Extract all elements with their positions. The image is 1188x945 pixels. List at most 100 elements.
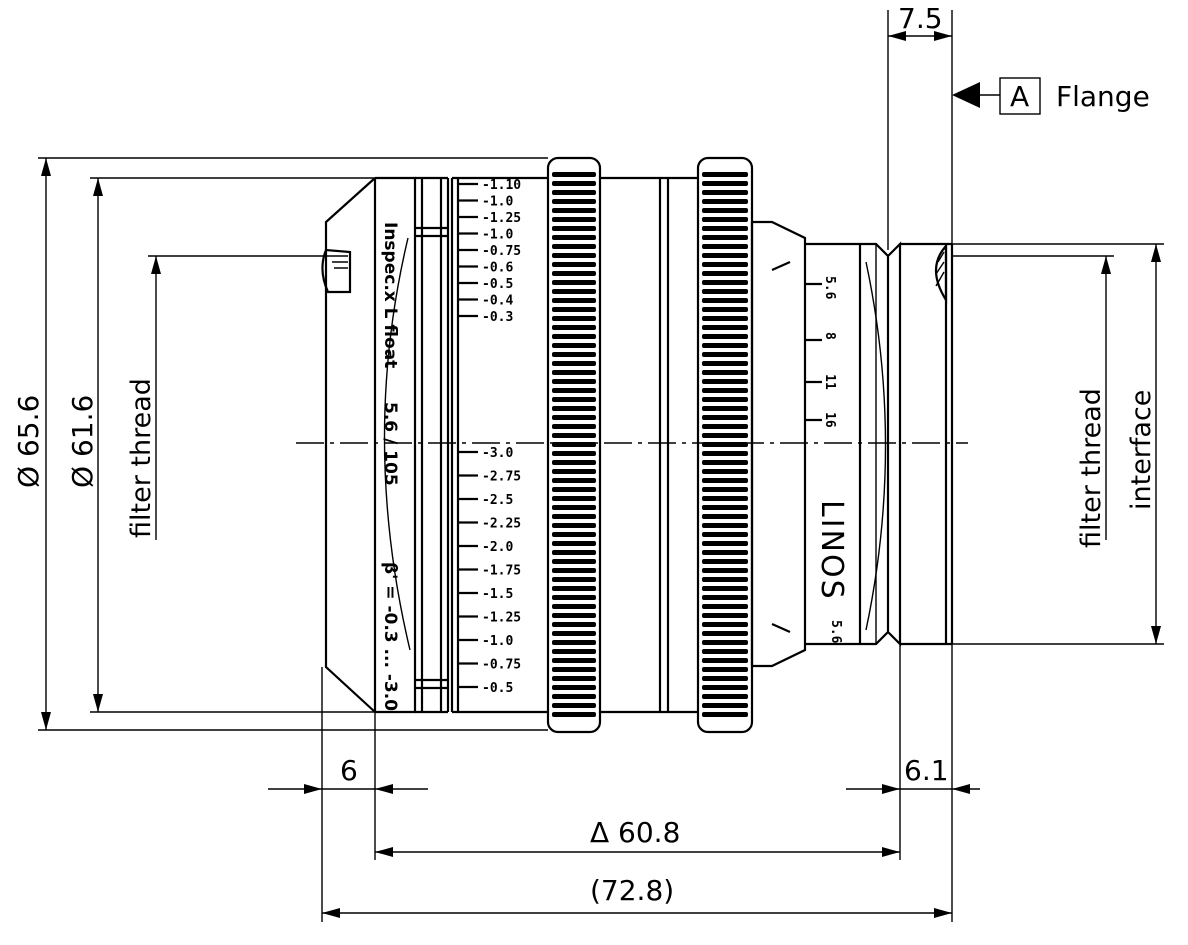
dim-interface [952,243,1164,645]
f-stop-bottom: 5.6 [828,620,843,644]
knurl-rib-rear [702,262,748,267]
dim-outer-diameter-text: Ø 65.6 [12,395,45,488]
knurl-rib-front [552,424,596,429]
knurl-rib-front [552,397,596,402]
f-stop-label: 16 [822,412,837,428]
knurl-rib-rear [702,568,748,573]
knurl-rib-front [552,280,596,285]
knurl-rib-rear [702,181,748,186]
knurl-rib-rear [702,433,748,438]
focus-upper-label: -0.4 [482,294,513,309]
focus-upper-label: -0.75 [482,244,521,259]
knurl-rib-rear [702,649,748,654]
knurl-rib-rear [702,478,748,483]
knurl-rib-front [552,577,596,582]
knurl-rib-front [552,640,596,645]
focus-lower-label: -2.5 [482,493,513,508]
knurl-rib-front [552,487,596,492]
knurl-rib-rear [702,451,748,456]
knurl-rib-rear [702,532,748,537]
dim-right-offset [846,784,980,794]
knurl-rib-front [552,505,596,510]
focus-upper-label: -1.10 [482,178,521,193]
knurl-rib-front [552,370,596,375]
focus-lower-label: -1.75 [482,564,521,579]
knurl-rib-rear [702,208,748,213]
knurl-rib-rear [702,334,748,339]
knurl-rib-front [552,253,596,258]
focus-lower-label: -2.25 [482,517,521,532]
knurl-rib-front [552,451,596,456]
knurl-rib-rear [702,316,748,321]
focus-lower-label: -1.25 [482,611,521,626]
knurled-ring-rear [696,156,754,734]
knurl-rib-rear [702,541,748,546]
dim-inner-diameter-text: Ø 61.6 [66,395,99,488]
knurl-rib-rear [702,622,748,627]
focus-upper-label: -0.5 [482,277,513,292]
dim-total-length-text: (72.8) [590,874,674,907]
knurl-rib-front [552,298,596,303]
focus-upper-label: -0.3 [482,310,513,325]
knurl-rib-rear [702,658,748,663]
knurl-rib-front [552,595,596,600]
knurl-rib-rear [702,685,748,690]
knurl-rib-front [552,388,596,393]
knurl-rib-front [552,478,596,483]
knurl-rib-front [552,658,596,663]
focus-lower-label: -1.5 [482,587,513,602]
knurl-rib-rear [702,487,748,492]
focus-upper-label: -0.6 [482,261,513,276]
focus-upper-label: -1.0 [482,195,513,210]
knurl-rib-rear [702,694,748,699]
knurl-rib-front [552,343,596,348]
dim-extension-lines [321,644,953,922]
knurl-rib-rear [702,352,748,357]
knurl-rib-rear [702,586,748,591]
knurl-rib-front [552,172,596,177]
knurl-rib-rear [702,667,748,672]
f-stop-label: 11 [822,374,837,390]
knurl-rib-rear [702,307,748,312]
knurl-rib-front [552,307,596,312]
knurl-rib-front [552,325,596,330]
knurl-rib-front [552,415,596,420]
dim-filter-thread-left [148,255,330,540]
knurl-rib-front [552,604,596,609]
knurl-rib-rear [702,298,748,303]
focus-lower-label: -0.5 [482,681,513,696]
front-barrel [321,176,450,714]
beta-engraving: β' = -0.3 ... -3.0 [380,562,400,711]
knurl-rib-rear [702,226,748,231]
knurl-rib-rear [702,361,748,366]
knurl-rib-front [552,622,596,627]
knurl-rib-front [552,712,596,717]
knurl-rib-rear [702,271,748,276]
knurl-rib-rear [702,712,748,717]
knurl-rib-front [552,244,596,249]
knurl-rib-front [552,550,596,555]
knurl-rib-rear [702,379,748,384]
knurl-rib-rear [702,496,748,501]
aperture-ring [750,220,954,668]
dim-left-offset-text: 6 [340,754,358,787]
knurl-rib-front [552,433,596,438]
knurl-rib-front [552,235,596,240]
dim-total-length [322,908,952,918]
knurl-rib-rear [702,604,748,609]
filter-thread-left-label: filter thread [126,378,157,538]
knurl-rib-front [552,586,596,591]
knurl-rib-rear [702,640,748,645]
knurl-rib-front [552,262,596,267]
knurl-rib-rear [702,235,748,240]
dim-outer-diameter [38,157,548,731]
brand-engraving: LINOS [814,500,849,601]
index-arc-front [383,237,411,651]
knurl-rib-rear [702,244,748,249]
datum-symbol [952,77,1041,115]
knurl-rib-rear [702,280,748,285]
focus-lower-label: -2.75 [482,470,521,485]
knurl-rib-front [552,559,596,564]
